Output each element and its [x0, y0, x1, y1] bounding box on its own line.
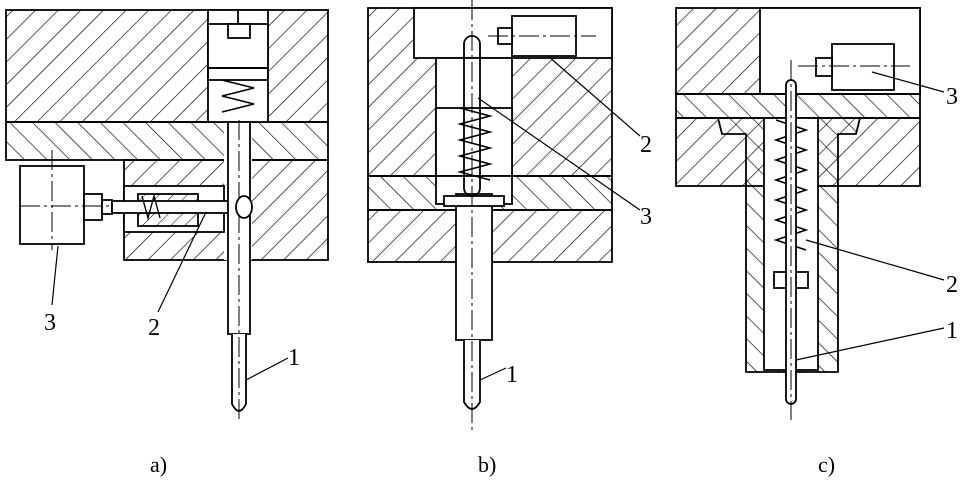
caption-c: c) — [818, 452, 835, 477]
middle-plate-c — [675, 93, 921, 119]
callout-b-3: 3 — [640, 204, 652, 230]
callout-b-1: 1 — [506, 362, 518, 388]
caption-b: b) — [478, 452, 496, 477]
callout-a-3: 3 — [44, 310, 56, 336]
panel-c — [675, 7, 945, 420]
panel-b — [367, 0, 641, 430]
sensor-3-c — [831, 43, 895, 91]
callout-a-1: 1 — [288, 345, 300, 371]
top-plate — [5, 9, 329, 123]
middle-plate — [5, 121, 329, 161]
callout-c-2: 2 — [946, 272, 958, 298]
callout-a-2: 2 — [148, 315, 160, 341]
callout-c-3: 3 — [946, 84, 958, 110]
ejector-pin-1-b — [455, 193, 493, 341]
callout-b-2: 2 — [640, 132, 652, 158]
callout-c-1: 1 — [946, 318, 958, 344]
horizontal-pin-2 — [111, 200, 237, 214]
caption-a: a) — [150, 452, 167, 477]
panel-a — [5, 9, 329, 420]
